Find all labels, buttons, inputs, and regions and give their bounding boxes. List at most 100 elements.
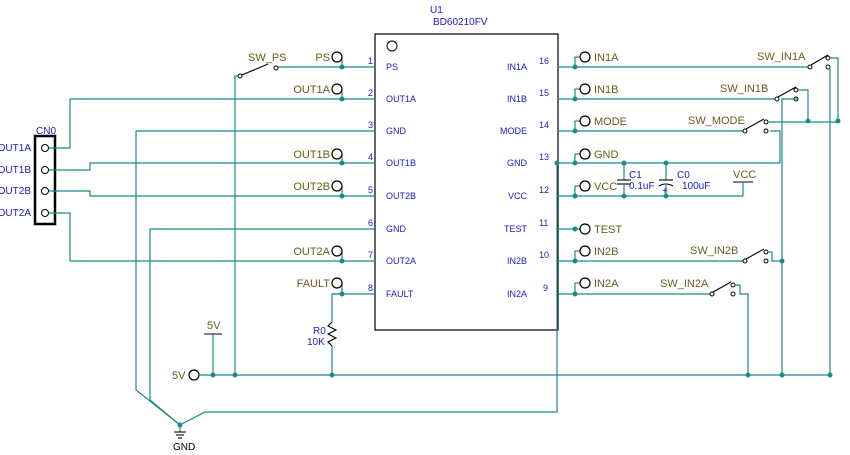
port-out1b-label: OUT1B xyxy=(293,149,330,161)
port-in1a-label: IN1A xyxy=(594,52,619,64)
sw-in2a-label: SW_IN2A xyxy=(660,278,709,290)
rail-5v: 5V 5V xyxy=(172,320,830,382)
left-port-labels: PS OUT1A OUT1B OUT2B OUT2A FAULT xyxy=(293,51,343,294)
ic-u1-body xyxy=(374,33,559,331)
c1-ref: C1 xyxy=(629,170,642,181)
pin-name-3: GND xyxy=(386,126,407,136)
port-out2b-label: OUT2B xyxy=(293,181,330,193)
gnd-rails-left xyxy=(135,131,558,432)
resistor-r0: R0 10K xyxy=(307,293,342,375)
port-out1b-circle[interactable] xyxy=(331,148,343,160)
port-test-label: TEST xyxy=(594,224,622,236)
pin-name-1: PS xyxy=(386,62,398,72)
pin-num-14: 14 xyxy=(539,120,549,130)
port-out2b-circle[interactable] xyxy=(331,180,343,192)
pin-num-16: 16 xyxy=(539,56,549,66)
port-vcc-label: VCC xyxy=(594,181,617,193)
pin-num-9: 9 xyxy=(543,283,548,293)
capacitor-c1: C1 0.1uF xyxy=(617,163,655,196)
cn0-pin-2[interactable] xyxy=(41,166,49,174)
pin-name-4: OUT1B xyxy=(386,158,416,168)
pin-num-3: 3 xyxy=(368,120,373,130)
switch-sw-in2a: SW_IN2A xyxy=(590,278,749,375)
switch-sw-in1a: SW_IN1A xyxy=(590,51,839,375)
pin-name-10: IN2B xyxy=(507,256,527,266)
sw-in2b-label: SW_IN2B xyxy=(690,245,738,257)
port-in2a-label: IN2A xyxy=(594,278,619,290)
cn0-pin-1[interactable] xyxy=(41,144,49,152)
pin-num-2: 2 xyxy=(368,88,373,98)
pin-num-6: 6 xyxy=(368,218,373,228)
pin-num-10: 10 xyxy=(539,250,549,260)
pin-name-14: MODE xyxy=(500,126,527,136)
pin-num-13: 13 xyxy=(539,152,549,162)
port-mode-label: MODE xyxy=(594,116,627,128)
port-out1a-label: OUT1A xyxy=(293,84,330,96)
port-5v-label: 5V xyxy=(172,370,186,382)
port-in2b-circle[interactable] xyxy=(579,245,591,257)
pin-num-5: 5 xyxy=(368,185,373,195)
sw-in1b-label: SW_IN1B xyxy=(720,83,768,95)
pin-name-15: IN1B xyxy=(507,94,527,104)
port-in1a-circle[interactable] xyxy=(579,51,591,63)
connector-wires xyxy=(49,98,342,262)
cn0-pin-label-4: OUT2A xyxy=(0,208,31,219)
switch-sw-mode: SW_MODE xyxy=(590,115,838,134)
cn0-pin-label-3: OUT2B xyxy=(0,186,31,197)
port-in1b-label: IN1B xyxy=(594,84,618,96)
vcc-5v-label: 5V xyxy=(207,320,221,332)
port-out2a-label: OUT2A xyxy=(293,246,330,258)
ic-u1-part: BD60210FV xyxy=(433,17,488,28)
pin-num-4: 4 xyxy=(368,152,373,162)
pin-num-7: 7 xyxy=(368,250,373,260)
pin-name-2: OUT1A xyxy=(386,94,416,104)
port-vcc-circle[interactable] xyxy=(579,180,591,192)
r0-ref: R0 xyxy=(313,326,326,337)
pin-name-5: OUT2B xyxy=(386,191,416,201)
c1-value: 0.1uF xyxy=(629,181,655,192)
port-in1b-circle[interactable] xyxy=(579,83,591,95)
gnd-symbol: GND xyxy=(173,431,195,453)
ic-u1: U1 BD60210FV PS OUT1A GND OUT1B xyxy=(136,5,780,331)
pin-num-15: 15 xyxy=(539,88,549,98)
sw-ps-label: SW_PS xyxy=(248,52,287,64)
pin-name-16: IN1A xyxy=(507,62,527,72)
port-test-circle[interactable] xyxy=(579,223,591,235)
pin-num-1: 1 xyxy=(368,56,373,66)
c0-value: 100uF xyxy=(682,181,710,192)
port-fault-circle[interactable] xyxy=(331,277,343,289)
port-ps-label: PS xyxy=(315,52,330,64)
gnd-label: GND xyxy=(173,442,195,453)
port-fault-label: FAULT xyxy=(297,278,331,290)
pin-name-12: VCC xyxy=(508,191,528,201)
cn0-pin-4[interactable] xyxy=(41,209,49,217)
switch-sw-in1b: SW_IN1B xyxy=(590,83,809,375)
port-5v-circle[interactable] xyxy=(188,369,200,381)
port-gnd-circle[interactable] xyxy=(579,148,591,160)
pin-name-11: TEST xyxy=(504,224,528,234)
port-gnd-label: GND xyxy=(594,149,619,161)
cn0-pin-label-2: OUT1B xyxy=(0,165,31,176)
pin1-marker xyxy=(386,40,398,52)
port-in2a-circle[interactable] xyxy=(579,277,591,289)
svg-text:+: + xyxy=(662,186,668,197)
switch-sw-in2b: SW_IN2B xyxy=(590,245,782,264)
pin-name-13: GND xyxy=(507,158,528,168)
port-mode-circle[interactable] xyxy=(579,115,591,127)
r0-value: 10K xyxy=(307,337,325,348)
capacitor-c0: + C0 100uF xyxy=(658,163,710,197)
cn0-ref: CN0 xyxy=(36,126,56,137)
ic-u1-ref: U1 xyxy=(430,5,443,16)
cn0-pin-3[interactable] xyxy=(41,187,49,195)
right-port-labels: IN1A IN1B MODE GND VCC TEST IN2B IN2A xyxy=(574,51,627,294)
sw-in1a-label: SW_IN1A xyxy=(757,51,806,63)
port-out2a-circle[interactable] xyxy=(331,245,343,257)
port-out1a-circle[interactable] xyxy=(331,83,343,95)
port-ps-circle[interactable] xyxy=(331,51,343,63)
cn0-pin-label-1: OUT1A xyxy=(0,143,31,154)
pin-name-7: OUT2A xyxy=(386,256,416,266)
pin-name-8: FAULT xyxy=(386,289,414,299)
port-in2b-label: IN2B xyxy=(594,246,618,258)
junction-dots xyxy=(177,64,841,428)
